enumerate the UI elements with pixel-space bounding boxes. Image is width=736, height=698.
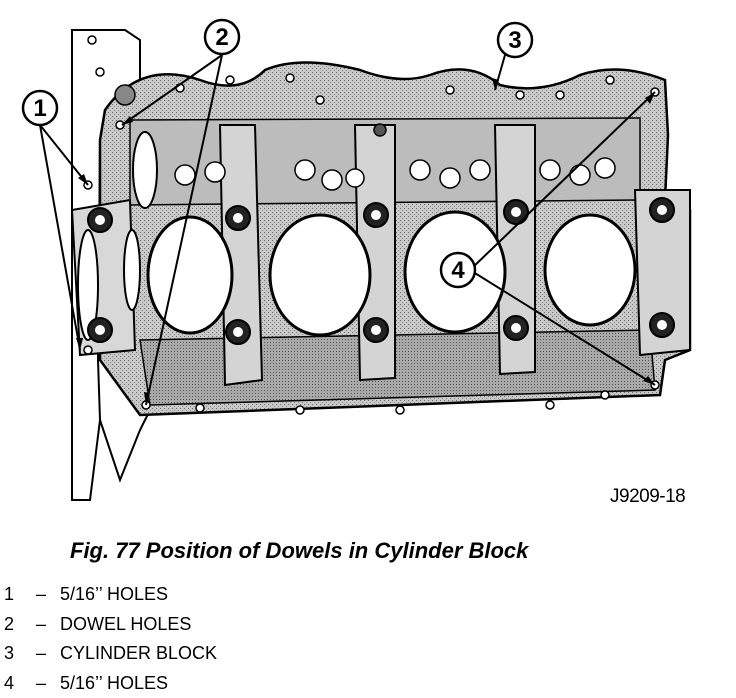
legend-dash: – — [22, 580, 60, 610]
cylinder-block-illustration: 1 2 3 4 — [0, 0, 736, 530]
cylinder-bore — [270, 215, 370, 335]
legend-number: 1 — [4, 580, 22, 610]
legend-item: 2–DOWEL HOLES — [4, 610, 217, 640]
callout-1: 1 — [23, 91, 57, 125]
svg-text:2: 2 — [215, 24, 228, 51]
legend-item: 3–CYLINDER BLOCK — [4, 639, 217, 669]
svg-text:4: 4 — [451, 257, 465, 284]
legend-text: 5/16’’ HOLES — [60, 673, 168, 693]
legend-text: 5/16’’ HOLES — [60, 584, 168, 604]
legend-dash: – — [22, 639, 60, 669]
figure-code: J9209-18 — [610, 486, 685, 508]
callout-2: 2 — [205, 20, 239, 54]
cylinder-bore — [545, 215, 635, 325]
legend-number: 2 — [4, 610, 22, 640]
legend-list: 1–5/16’’ HOLES 2–DOWEL HOLES 3–CYLINDER … — [4, 580, 217, 698]
callout-4: 4 — [441, 253, 475, 287]
legend-number: 3 — [4, 639, 22, 669]
svg-text:3: 3 — [508, 27, 521, 54]
svg-text:1: 1 — [33, 95, 46, 122]
legend-dash: – — [22, 610, 60, 640]
legend-text: CYLINDER BLOCK — [60, 643, 217, 663]
cylinder-bore — [148, 217, 232, 333]
legend-text: DOWEL HOLES — [60, 614, 191, 634]
callout-3: 3 — [498, 23, 532, 57]
legend-item: 1–5/16’’ HOLES — [4, 580, 217, 610]
figure-caption: Fig. 77 Position of Dowels in Cylinder B… — [70, 538, 528, 564]
